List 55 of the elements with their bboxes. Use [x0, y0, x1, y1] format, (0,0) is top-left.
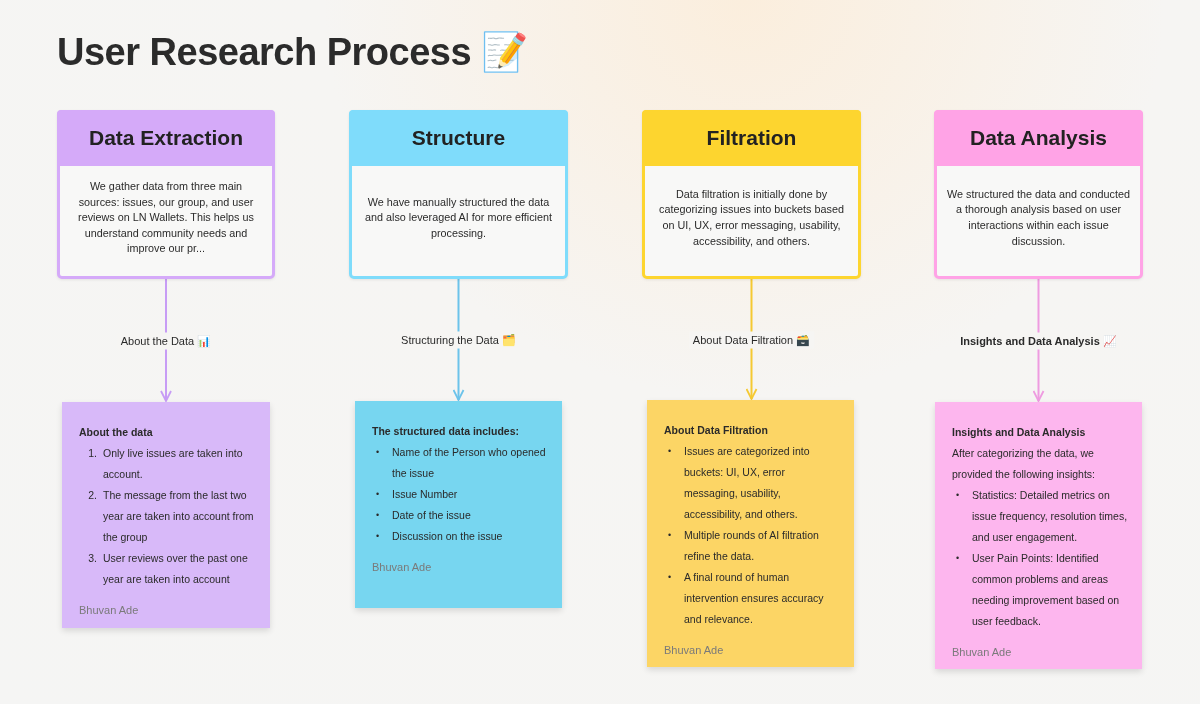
step-heading: Filtration — [642, 110, 861, 166]
list-item: Discussion on the issue — [392, 529, 504, 544]
author-name: Bhuvan Ade — [79, 603, 140, 618]
author-name: Bhuvan Ade — [372, 560, 433, 575]
arrow — [160, 278, 172, 402]
edge-label: About Data Filtration 🗃 — [688, 331, 815, 349]
bullet: • — [668, 445, 673, 458]
author-name: Bhuvan Ade — [664, 643, 725, 658]
list-item: User reviews over the past one year are taken into account — [103, 551, 249, 587]
list-item: The message from the last two year are taken into account from the group — [103, 488, 255, 545]
arrow — [1032, 278, 1045, 402]
note-heading: About the data — [79, 425, 154, 440]
sticky-note — [62, 402, 270, 628]
step-description: We structured the data and conducted a thorough analysis based on user interactions within each issue discussion. — [946, 186, 1131, 249]
step-heading: Data Extraction — [57, 110, 275, 166]
bullet: • — [376, 509, 381, 522]
bullet: • — [668, 571, 673, 584]
list-item: Statistics: Detailed metrics on issue frequency, resolution times, and user engagement. — [972, 488, 1128, 545]
step-description: We gather data from three main sources: issues, our group, and user reviews on LN Wallets. This helps us understand community needs and improve our pr... — [77, 179, 255, 257]
list-item: User Pain Points: Identified common problems and areas needing improvement based on user feedback. — [972, 551, 1121, 629]
author-name: Bhuvan Ade — [952, 645, 1013, 660]
step-card — [57, 110, 275, 279]
bullet: • — [956, 489, 961, 502]
bullet: • — [668, 529, 673, 542]
arrow — [745, 278, 758, 400]
list-number: 3. — [87, 551, 97, 566]
note-heading: About Data Filtration — [664, 423, 769, 438]
diagram-title: User Research Process 📝 — [57, 30, 528, 74]
arrow — [452, 278, 465, 401]
list-item: Issues are categorized into buckets: UI, UX, error messaging, usability, accessibility, and others. — [684, 444, 811, 522]
list-item: Issue Number — [392, 487, 459, 502]
step-card — [642, 110, 861, 279]
bullet: • — [376, 530, 381, 543]
step-description: We have manually structured the data and also leveraged AI for more efficient processing. — [363, 194, 554, 241]
note-heading: Insights and Data Analysis — [952, 425, 1087, 440]
bullet: • — [376, 446, 381, 459]
bullet: • — [956, 552, 961, 565]
list-item: Multiple rounds of AI filtration refine the data. — [684, 528, 820, 564]
sticky-note — [647, 400, 854, 667]
note-paragraph: After categorizing the data, we provided the following insights: — [952, 446, 1096, 482]
bullet: • — [376, 488, 381, 501]
step-description: Data filtration is initially done by categorizing issues into buckets based on UI, UX, error messaging, usability, accessibility, and others. — [658, 186, 845, 249]
sticky-note — [935, 402, 1142, 669]
step-card — [349, 110, 568, 279]
step-card — [934, 110, 1143, 279]
list-item: Name of the Person who opened the issue — [392, 445, 547, 481]
list-item: Only live issues are taken into account. — [103, 446, 244, 482]
list-number: 2. — [87, 488, 97, 503]
note-heading: The structured data includes: — [372, 424, 521, 439]
step-heading: Data Analysis — [934, 110, 1143, 166]
list-item: Date of the issue — [392, 508, 472, 523]
sticky-note — [355, 401, 562, 608]
list-number: 1. — [87, 446, 97, 461]
list-item: A final round of human intervention ensures accuracy and relevance. — [684, 570, 825, 627]
step-heading: Structure — [349, 110, 568, 166]
